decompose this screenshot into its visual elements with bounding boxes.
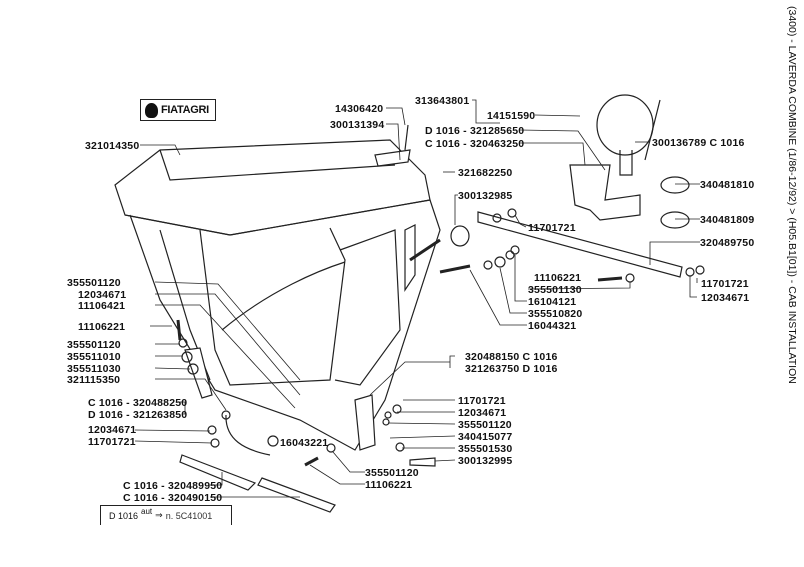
part-number-label: 300132985	[458, 190, 513, 202]
part-number-label: 11701721	[528, 222, 576, 234]
part-number-label: 340481809	[700, 214, 755, 226]
part-number-label: 340481810	[700, 179, 755, 191]
support-bar	[477, 211, 683, 278]
serial-note: D 1016 aut ⇒ n. 5C41001	[100, 505, 232, 525]
part-number-label: 321682250	[458, 167, 513, 179]
part-number-label: 11106221	[534, 272, 582, 284]
part-number-label: 355510820	[528, 308, 583, 320]
part-number-label: 11701721	[701, 278, 749, 290]
logo-text: FIATAGRI	[161, 104, 209, 116]
part-number-label: 321115350	[67, 374, 121, 386]
part-number-label: 320489750	[700, 237, 755, 249]
part-number-label: 16104121	[528, 296, 577, 308]
part-number-label: C 1016 - 320489950	[123, 480, 223, 492]
part-number-label: 14306420	[335, 103, 384, 115]
part-number-label: 12034671	[88, 424, 137, 436]
part-number-label: 300132995	[458, 455, 513, 467]
note-aut: aut	[141, 507, 153, 516]
part-number-label: 340415077	[458, 431, 513, 443]
part-number-label: 11106421	[78, 300, 126, 312]
part-number-label: 355501120	[67, 277, 121, 289]
part-number-label: 320488150 C 1016	[465, 351, 558, 363]
part-number-label: 12034671	[78, 289, 127, 301]
part-number-label: D 1016 - 321285650	[425, 125, 525, 137]
logo-mark-icon	[145, 102, 158, 118]
part-number-label: 321263750 D 1016	[465, 363, 558, 375]
lamp-bracket	[569, 164, 641, 221]
part-number-label: 321014350	[85, 140, 140, 152]
part-number-label: 355501120	[67, 339, 121, 351]
cab-frame	[129, 199, 441, 451]
step-rail-1	[179, 454, 257, 491]
part-number-label: 12034671	[701, 292, 750, 304]
part-number-label: 355501120	[365, 467, 419, 479]
note-arrow: ⇒	[155, 510, 163, 520]
part-number-label: D 1016 - 321263850	[88, 409, 188, 421]
lower-bracket	[354, 394, 376, 451]
part-number-label: 355511030	[67, 363, 121, 375]
part-number-label: C 1016 - 320488250	[88, 397, 188, 409]
part-number-label: C 1016 - 320490150	[123, 492, 223, 504]
part-number-label: 355501530	[458, 443, 513, 455]
part-number-label: 12034671	[458, 407, 507, 419]
part-number-label: 300136789 C 1016	[652, 137, 745, 149]
part-number-label: 11701721	[458, 395, 506, 407]
part-number-label: 14151590	[487, 110, 536, 122]
fiatagri-logo: FIATAGRI	[140, 99, 216, 121]
work-lamp	[596, 94, 654, 156]
grab-handle	[374, 149, 411, 167]
part-number-label: C 1016 - 320463250	[425, 138, 525, 150]
part-number-label: 11106221	[78, 321, 126, 333]
part-number-label: 11106221	[365, 479, 413, 491]
part-number-label: 11701721	[88, 436, 136, 448]
note-variant: D 1016	[109, 510, 139, 521]
step-rail-2	[257, 477, 336, 513]
part-number-label: 16044321	[528, 320, 577, 332]
part-number-label: 355501130	[528, 284, 582, 296]
part-number-label: 300131394	[330, 119, 385, 131]
note-text: n. 5C41001	[165, 510, 213, 521]
part-number-label: 355501120	[458, 419, 512, 431]
part-number-label: 355511010	[67, 351, 121, 363]
part-number-label: 16043221	[280, 437, 329, 449]
part-number-label: 313643801	[415, 95, 470, 107]
page-title: (3400) - LAVERDA COMBINE (1/86-12/92) > …	[786, 6, 798, 384]
